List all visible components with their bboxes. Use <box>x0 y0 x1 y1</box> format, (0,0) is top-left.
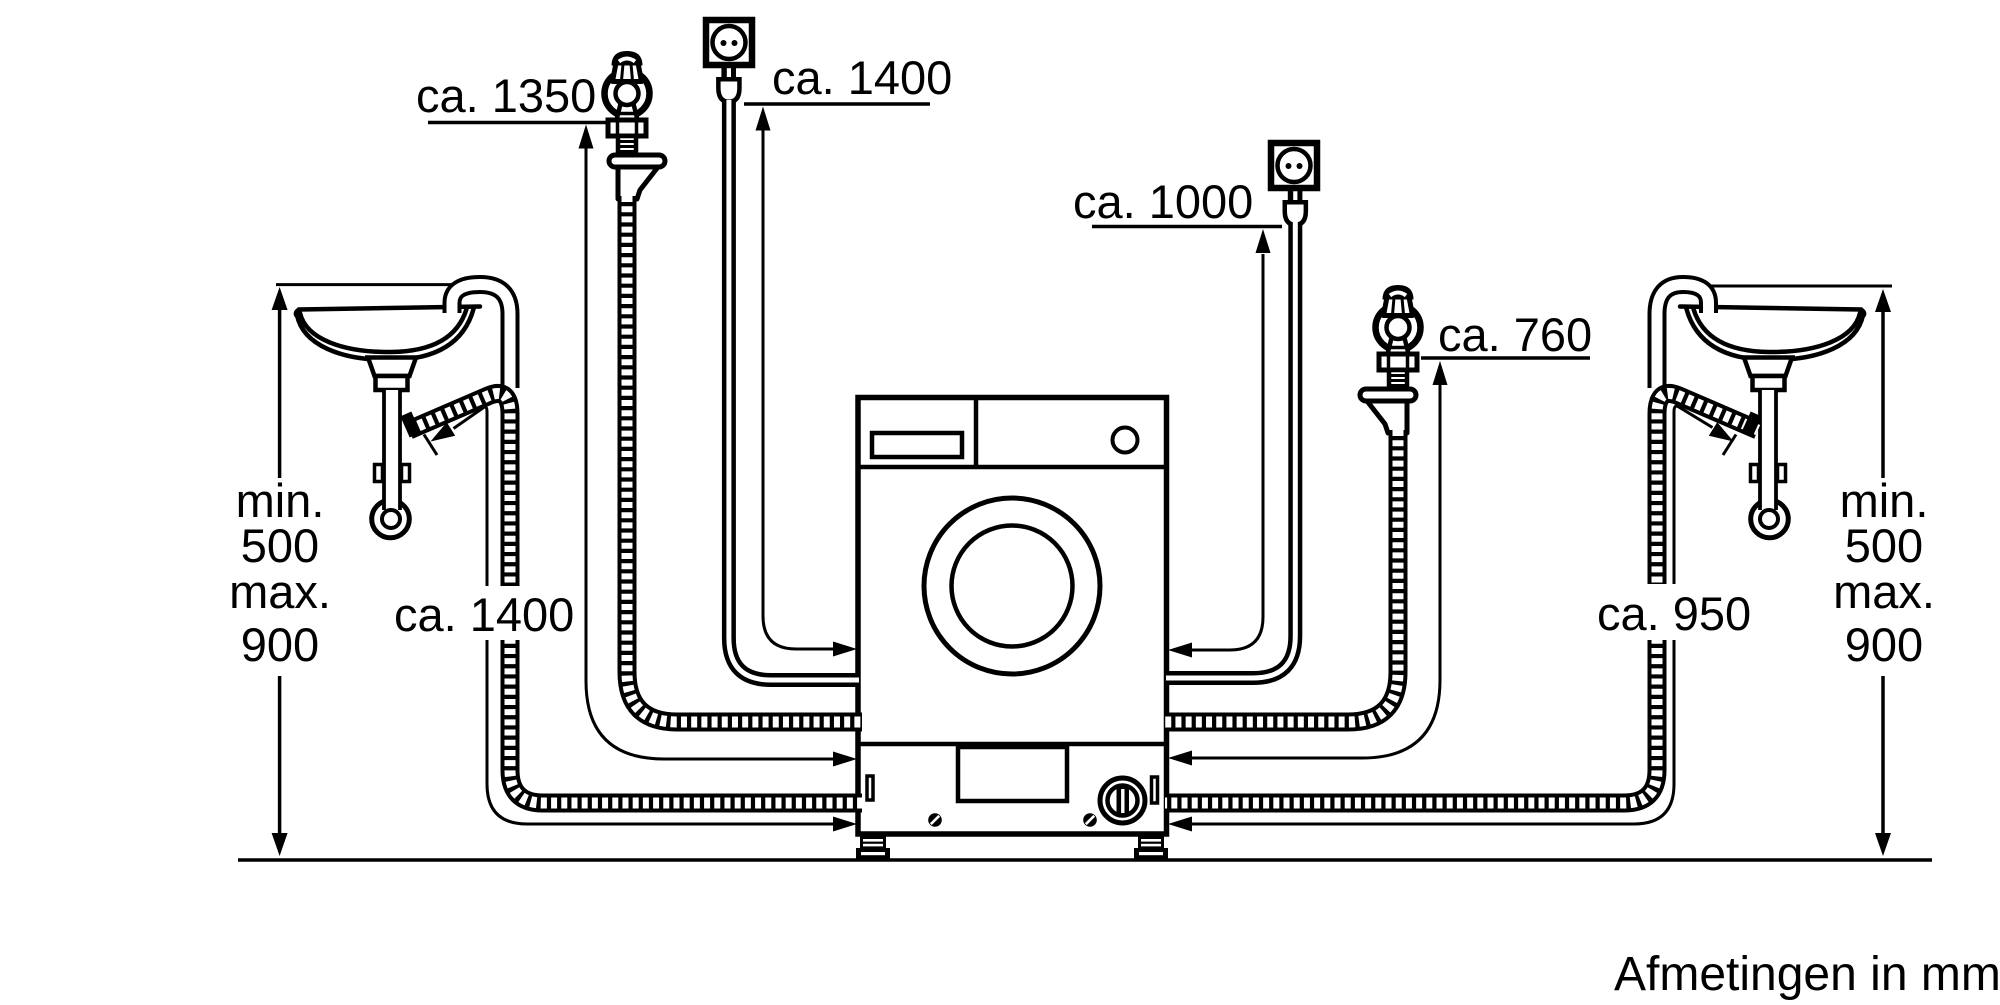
svg-text:500: 500 <box>1845 519 1923 572</box>
svg-text:max.: max. <box>229 565 331 618</box>
svg-text:900: 900 <box>241 618 319 671</box>
svg-text:max.: max. <box>1833 565 1935 618</box>
svg-text:500: 500 <box>241 519 319 572</box>
svg-text:Afmetingen in mm: Afmetingen in mm <box>1614 948 2000 1000</box>
svg-text:min.: min. <box>1840 474 1929 527</box>
svg-text:ca. 1400: ca. 1400 <box>772 51 952 104</box>
svg-text:900: 900 <box>1845 618 1923 671</box>
svg-text:ca. 760: ca. 760 <box>1438 308 1592 361</box>
svg-text:ca. 1400: ca. 1400 <box>394 588 574 641</box>
svg-text:ca. 950: ca. 950 <box>1597 587 1751 640</box>
svg-text:min.: min. <box>236 474 325 527</box>
svg-text:ca. 1000: ca. 1000 <box>1073 175 1253 228</box>
svg-text:ca. 1350: ca. 1350 <box>416 69 596 122</box>
